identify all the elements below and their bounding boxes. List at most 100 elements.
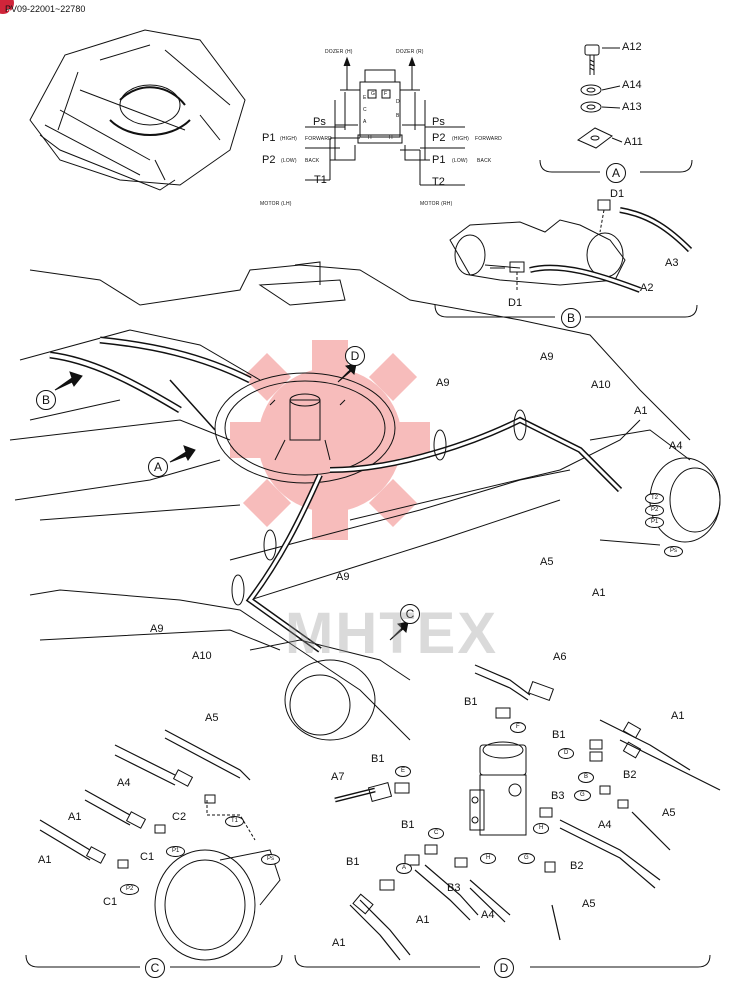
tag-d-a: A — [396, 863, 413, 874]
detail-a-drawing — [539, 44, 693, 173]
page-marker: 2 — [0, 0, 14, 17]
tag-d-h-2: H — [480, 853, 497, 864]
part-a4-1: A4 — [669, 440, 683, 452]
tag-c-p2: P2 — [120, 884, 140, 895]
port-left-p2: P2 — [262, 154, 276, 166]
motor-lh-label: MOTOR (LH) — [260, 201, 292, 207]
callout-d: D — [345, 346, 365, 366]
port-tag-t2: T2 — [645, 493, 665, 504]
part-c-c1-2: C1 — [103, 896, 118, 908]
schematic-letter-d: D — [396, 99, 400, 105]
part-c-a4: A4 — [117, 777, 131, 789]
back-right-label: BACK — [477, 158, 492, 164]
tag-c-p1: P1 — [166, 846, 186, 857]
part-d-b3-2: B3 — [447, 882, 461, 894]
part-c-c2: C2 — [172, 811, 187, 823]
part-d-b2-2: B2 — [570, 860, 584, 872]
header-code: PV09-22001~22780 — [5, 4, 86, 14]
detail-a-label: A — [606, 163, 626, 183]
callout-a: A — [148, 457, 168, 477]
tag-d-e: E — [395, 766, 412, 777]
schematic-letter-e: E — [363, 95, 367, 101]
tag-d-g-1: G — [574, 790, 591, 801]
port-left-ps: Ps — [313, 116, 326, 128]
detail-d-label: D — [494, 958, 514, 978]
part-d-b1-4: B1 — [401, 819, 415, 831]
tag-d-c: C — [428, 828, 445, 839]
motor-rh-label: MOTOR (RH) — [420, 201, 453, 207]
part-c-a1-1: A1 — [68, 811, 82, 823]
part-c-c1-1: C1 — [140, 851, 155, 863]
port-left-p1-sub: (HIGH) — [280, 136, 298, 142]
part-d-a1-2: A1 — [416, 914, 430, 926]
back-left-label: BACK — [305, 158, 320, 164]
part-a2: A2 — [640, 282, 654, 294]
arrow-a-icon — [169, 445, 196, 463]
port-right-t2: T2 — [432, 176, 445, 188]
dozer-h-label: DOZER (H) — [325, 49, 353, 55]
port-right-p1: P1 — [432, 154, 446, 166]
schematic-letter-h2: H — [389, 135, 393, 141]
part-d1-lower: D1 — [508, 297, 523, 309]
part-d-a1-1: A1 — [671, 710, 685, 722]
forward-left-label: FORWARD — [305, 136, 332, 142]
schematic-letter-b: B — [396, 113, 400, 119]
callout-b: B — [36, 390, 56, 410]
part-d-a7: A7 — [331, 771, 345, 783]
part-c-a1-2: A1 — [38, 854, 52, 866]
part-d-b2-1: B2 — [623, 769, 637, 781]
machine-overview — [29, 29, 246, 191]
schematic-letter-c: C — [363, 107, 367, 113]
port-right-p1-sub: (LOW) — [452, 158, 468, 164]
part-a12: A12 — [622, 41, 642, 53]
port-right-ps: Ps — [432, 116, 445, 128]
port-left-p1: P1 — [262, 132, 276, 144]
part-d-b1-1: B1 — [464, 696, 478, 708]
schematic-letter-a: A — [363, 119, 367, 125]
part-d-a5-2: A5 — [582, 898, 596, 910]
part-a9-1: A9 — [436, 377, 450, 389]
part-d-a4-1: A4 — [598, 819, 612, 831]
part-d-b1-3: B1 — [371, 753, 385, 765]
part-a11: A11 — [624, 136, 643, 148]
port-right-p2: P2 — [432, 132, 446, 144]
part-a5-1: A5 — [540, 556, 554, 568]
arrow-b-icon — [54, 371, 83, 391]
part-d-a6: A6 — [553, 651, 567, 663]
part-d-b1-2: B1 — [552, 729, 566, 741]
part-a13: A13 — [622, 101, 642, 113]
part-a3: A3 — [665, 257, 679, 269]
part-d-a4-2: A4 — [481, 909, 495, 921]
part-a1-1: A1 — [634, 405, 648, 417]
port-tag-p2: P2 — [645, 505, 665, 516]
part-a9-4: A9 — [150, 623, 164, 635]
forward-right-label: FORWARD — [475, 136, 502, 142]
part-d1-upper: D1 — [610, 188, 625, 200]
tag-d-f: F — [510, 722, 526, 733]
tag-d-b: B — [578, 772, 595, 783]
watermark-text: MHTEX — [285, 601, 498, 666]
hydraulic-schematic — [305, 56, 465, 186]
port-tag-ps: Ps — [664, 546, 684, 557]
part-d-a1-3: A1 — [332, 937, 346, 949]
port-left-p2-sub: (LOW) — [281, 158, 297, 164]
dozer-r-label: DOZER (R) — [396, 49, 424, 55]
part-a10-2: A10 — [192, 650, 212, 662]
part-a10-1: A10 — [591, 379, 611, 391]
port-tag-p1: P1 — [645, 517, 665, 528]
schematic-letter-g: G — [371, 91, 376, 97]
schematic-letter-h1: H — [368, 135, 372, 141]
tag-c-ps: Ps — [261, 854, 281, 865]
main-frame-drawing — [9, 261, 721, 741]
detail-b-label: B — [561, 308, 581, 328]
detail-c-drawing — [25, 729, 283, 968]
part-a9-3: A9 — [336, 571, 350, 583]
detail-c-label: C — [145, 958, 165, 978]
port-right-p2-sub: (HIGH) — [452, 136, 470, 142]
tag-c-t1: T1 — [225, 816, 245, 827]
part-c-a5: A5 — [205, 712, 219, 724]
part-d-b3-1: B3 — [551, 790, 565, 802]
part-d-b1-5: B1 — [346, 856, 360, 868]
port-left-t1: T1 — [314, 174, 327, 186]
